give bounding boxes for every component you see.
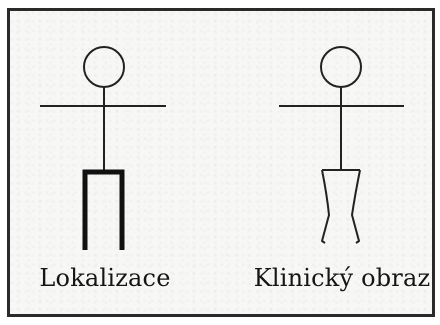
- figure-clinical-picture: [279, 47, 404, 243]
- figure-localization: [40, 47, 166, 250]
- left-figure-head: [84, 47, 124, 87]
- left-figure-legs-highlighted: [85, 172, 122, 250]
- caption-localization: Lokalizace: [39, 264, 170, 292]
- right-figure-head: [321, 47, 361, 87]
- caption-clinical-picture: Klinický obraz: [254, 264, 431, 292]
- right-figure-swollen-legs: [322, 170, 360, 243]
